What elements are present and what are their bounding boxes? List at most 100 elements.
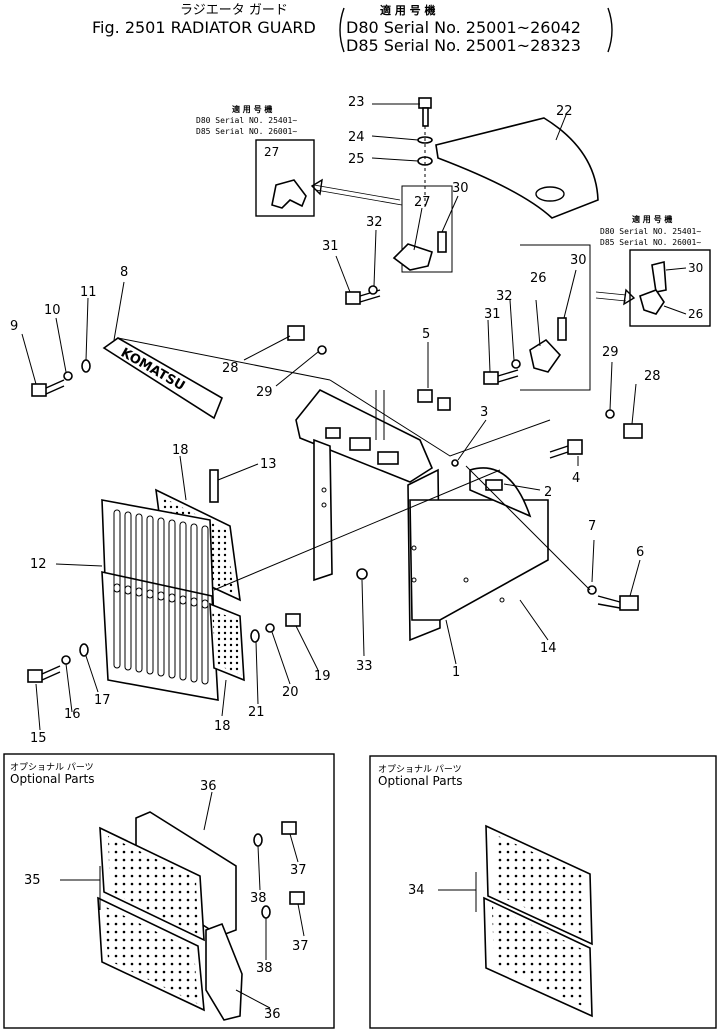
washer-17 <box>79 643 89 657</box>
leader-29-left <box>275 351 319 387</box>
callout-14: 14 <box>540 641 557 656</box>
callout-leaders <box>21 103 641 731</box>
callout-38-lower: 38 <box>256 961 273 976</box>
callout-13: 13 <box>260 457 277 472</box>
leader-14 <box>519 599 549 641</box>
optional-right-heading-jp: オプショナル パーツ <box>378 764 462 775</box>
right-inset-heading: 適 用 号 機 <box>632 214 672 224</box>
bolt-6-head <box>619 595 639 611</box>
callout-22: 22 <box>556 104 573 119</box>
grille-bar <box>113 509 121 593</box>
leader-31-right <box>487 319 491 373</box>
bolt-37-upper <box>281 821 297 835</box>
leader-32-left <box>373 229 377 287</box>
callout-28-right: 28 <box>644 369 661 384</box>
leader-20 <box>271 631 291 685</box>
bolt-6-axis <box>465 465 591 591</box>
leader-15 <box>35 683 41 731</box>
screen-35-lower-texture <box>104 906 198 1004</box>
leader-21 <box>255 641 259 705</box>
leader-29-right <box>609 361 613 411</box>
leader-34 <box>438 872 477 912</box>
right-inset-callout-30: 30 <box>688 261 703 275</box>
washer-32-left <box>368 285 378 295</box>
leader-28-left <box>243 335 291 361</box>
badge-8 <box>102 337 224 420</box>
bolt-31-left-head <box>345 291 361 305</box>
right-inset-d80: D80 Serial NO. 25401~ <box>600 227 701 236</box>
title-jp: ラジエータ ガード <box>180 3 288 18</box>
bolt-15-shank <box>41 665 61 681</box>
callout-35: 35 <box>24 873 41 888</box>
callout-23: 23 <box>348 95 365 110</box>
bracket-2 <box>485 479 503 491</box>
right-inset-callout-26: 26 <box>688 307 703 321</box>
leader-arrow-right <box>595 291 627 302</box>
left-inset-box <box>255 139 315 217</box>
washer-29-right <box>605 409 615 419</box>
cover-hole <box>535 186 565 202</box>
callout-12: 12 <box>30 557 47 572</box>
grille-bar <box>135 513 143 597</box>
screen-34-upper-texture <box>494 834 586 936</box>
arrow-head-left <box>310 178 323 196</box>
grille-bar <box>157 517 165 601</box>
callout-9: 9 <box>10 319 18 334</box>
callout-4: 4 <box>572 471 580 486</box>
leader-32-right <box>509 299 515 361</box>
callout-31-left: 31 <box>322 239 339 254</box>
bushing-3 <box>451 459 459 467</box>
callout-18-upper: 18 <box>172 443 189 458</box>
badge-text: KOMATSU <box>118 345 187 394</box>
leader-2 <box>503 483 541 491</box>
right-inset: 適 用 号 機 D80 Serial NO. 25401~ D85 Serial… <box>595 214 711 327</box>
leader-22 <box>555 114 567 141</box>
grille-bar <box>179 521 187 605</box>
beam-window-3 <box>377 451 399 465</box>
hinge-plate-2 <box>469 467 532 518</box>
callout-30-right: 30 <box>570 253 587 268</box>
callout-20: 20 <box>282 685 299 700</box>
leader-11 <box>85 297 89 361</box>
leader-18-upper <box>179 455 187 501</box>
bracket-assembly <box>345 185 453 305</box>
leader-36-upper <box>203 791 213 831</box>
callout-8: 8 <box>120 265 128 280</box>
bolt-15-head <box>27 669 43 683</box>
nut-5b <box>437 397 451 411</box>
callout-27: 27 <box>414 195 431 210</box>
hole-5 <box>463 577 469 583</box>
bolt-23-shank <box>422 107 429 127</box>
leader-37-lower <box>297 903 305 937</box>
beam-window-2 <box>349 437 371 451</box>
leader-18-lower <box>221 679 227 717</box>
pin-30-right <box>557 317 567 341</box>
callout-37-lower: 37 <box>292 939 309 954</box>
optional-right-heading-en: Optional Parts <box>378 774 463 788</box>
grille-bar <box>113 583 121 669</box>
pin-30-detail <box>651 260 667 293</box>
guard-frame <box>295 379 551 642</box>
nut-33 <box>356 568 368 580</box>
washer-32-right <box>511 359 521 369</box>
washer-29-left <box>317 345 327 355</box>
leader-35 <box>60 866 101 910</box>
leader-36-lower <box>235 989 271 1009</box>
callout-3: 3 <box>480 405 488 420</box>
washer-38-upper <box>253 833 263 847</box>
guard-stay <box>375 390 385 440</box>
grille-bar <box>146 589 154 675</box>
optional-left-box <box>3 753 335 1029</box>
bolt-28-left-head <box>287 325 305 341</box>
bolt-6-shank <box>597 595 621 609</box>
grille-bar <box>168 519 176 603</box>
grille-bar <box>157 591 165 677</box>
leader-8 <box>113 281 125 341</box>
bracket-right <box>607 7 613 53</box>
washer-21 <box>250 629 260 643</box>
bolt-37-lower <box>289 891 305 905</box>
optional-left-heading-jp: オプショナル パーツ <box>10 762 94 773</box>
callout-15: 15 <box>30 731 47 746</box>
hole-6 <box>499 597 505 603</box>
